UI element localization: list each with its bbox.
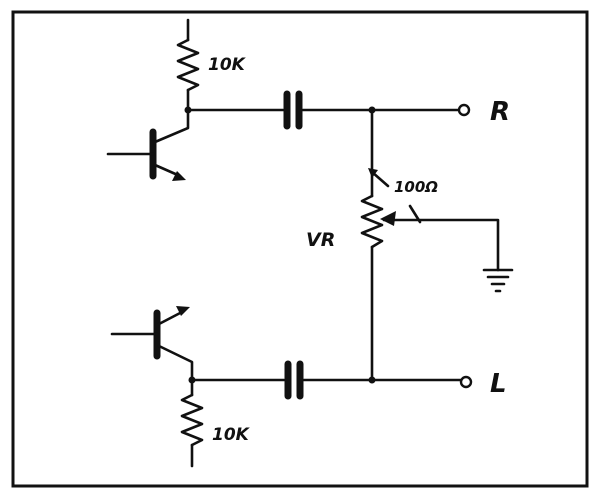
bottom-resistor: [180, 393, 204, 447]
bottom-stage: 10K L: [110, 306, 507, 468]
l-output-label: L: [490, 369, 507, 399]
top-resistor-label: 10K: [208, 55, 247, 75]
top-collector-lead: [153, 108, 190, 144]
bottom-junction-node: [368, 376, 376, 384]
potentiometer: 100Ω VR: [306, 108, 514, 382]
pot-wiper: [382, 218, 500, 272]
pot-resistor: [360, 194, 384, 249]
ground-icon: [482, 268, 514, 293]
pot-name-label: VR: [306, 229, 335, 251]
bottom-emitter-arrow: [176, 306, 190, 316]
pot-value-pointer-head: [368, 168, 378, 178]
top-emitter-arrow: [172, 171, 186, 181]
pot-wiper-arrowhead: [380, 211, 396, 226]
pot-value-label: 100Ω: [394, 178, 438, 196]
bottom-collector-lead: [157, 344, 194, 382]
bottom-transistor-emitter: [157, 310, 184, 326]
pot-wiper-tail: [408, 204, 422, 224]
bottom-resistor-label: 10K: [212, 425, 251, 445]
top-resistor: [176, 38, 200, 92]
top-stage: 10K R: [106, 18, 510, 181]
r-terminal: [457, 103, 471, 117]
l-terminal: [459, 375, 473, 389]
border-frame: [11, 10, 589, 488]
r-output-label: R: [490, 97, 510, 127]
